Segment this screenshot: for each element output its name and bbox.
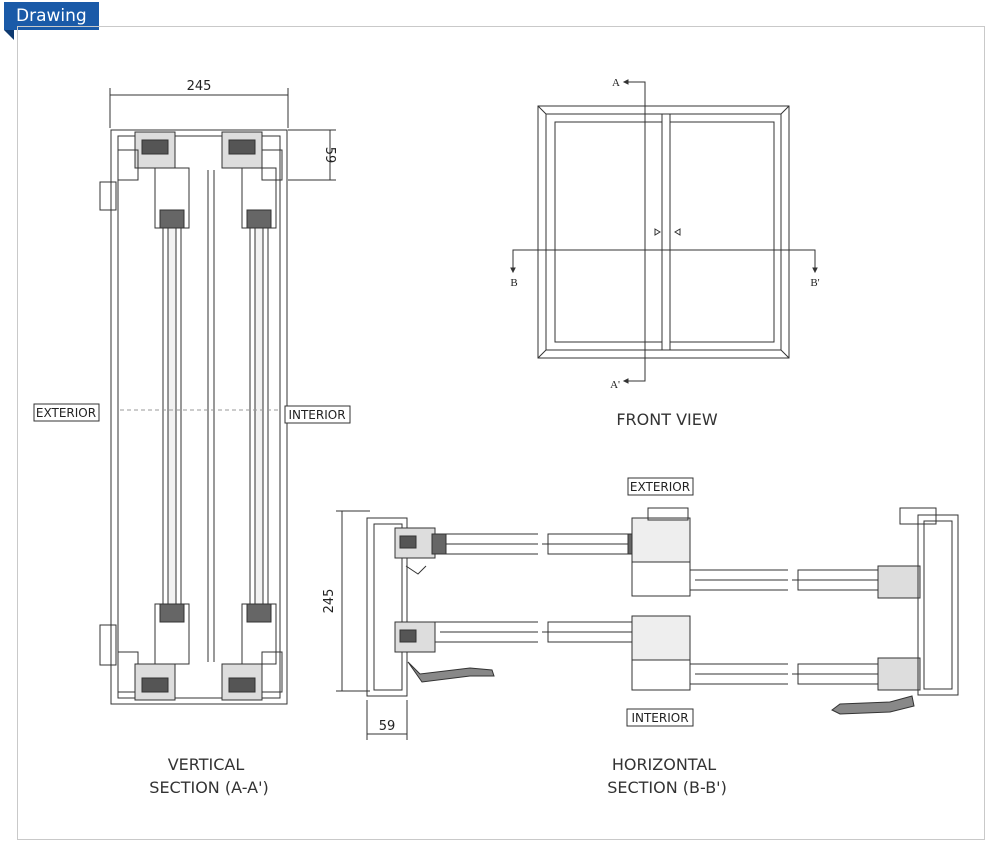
horizontal-height-value: 245 xyxy=(322,589,337,614)
marker-b: B xyxy=(510,277,517,289)
vertical-width-dimension: 245 xyxy=(109,79,289,128)
vertical-height-dimension: 59 xyxy=(288,129,337,181)
vertical-caption-line2: SECTION (A-A') xyxy=(149,778,268,797)
horizontal-caption-line2: SECTION (B-B') xyxy=(607,778,727,797)
vertical-caption-line1: VERTICAL xyxy=(168,755,245,774)
horizontal-caption-line1: HORIZONTAL xyxy=(612,755,716,774)
tab-corner-decoration xyxy=(4,30,14,40)
horizontal-section-profile xyxy=(366,507,959,715)
svg-text:INTERIOR: INTERIOR xyxy=(631,711,688,725)
front-view-caption: FRONT VIEW xyxy=(616,410,718,429)
svg-text:INTERIOR: INTERIOR xyxy=(288,408,345,422)
horizontal-exterior-label: EXTERIOR xyxy=(627,477,694,496)
vertical-height-value: 59 xyxy=(322,147,337,164)
horizontal-width-dimension: 59 xyxy=(366,700,408,740)
vertical-width-value: 245 xyxy=(187,79,212,94)
svg-text:EXTERIOR: EXTERIOR xyxy=(630,480,690,494)
horizontal-width-value: 59 xyxy=(379,719,396,734)
front-view: A A' B B' FRONT VIEW xyxy=(510,77,820,429)
marker-a-prime: A' xyxy=(610,379,620,391)
vertical-exterior-label: EXTERIOR xyxy=(33,403,100,422)
horizontal-height-dimension: 245 xyxy=(322,510,370,692)
marker-b-prime: B' xyxy=(810,277,819,289)
marker-a: A xyxy=(612,77,620,89)
section-line-b: B B' xyxy=(510,249,820,289)
drawing-tab[interactable]: Drawing xyxy=(4,2,99,30)
vertical-interior-label: INTERIOR xyxy=(284,405,351,424)
vertical-section: 245 59 xyxy=(33,79,351,797)
front-view-window xyxy=(537,105,790,359)
drawing-frame xyxy=(17,26,985,840)
section-line-a: A A' xyxy=(610,77,646,391)
vertical-section-profile xyxy=(99,129,288,705)
horizontal-interior-label: INTERIOR xyxy=(626,708,694,727)
svg-text:EXTERIOR: EXTERIOR xyxy=(36,406,96,420)
horizontal-section: EXTERIOR 245 xyxy=(322,477,959,797)
